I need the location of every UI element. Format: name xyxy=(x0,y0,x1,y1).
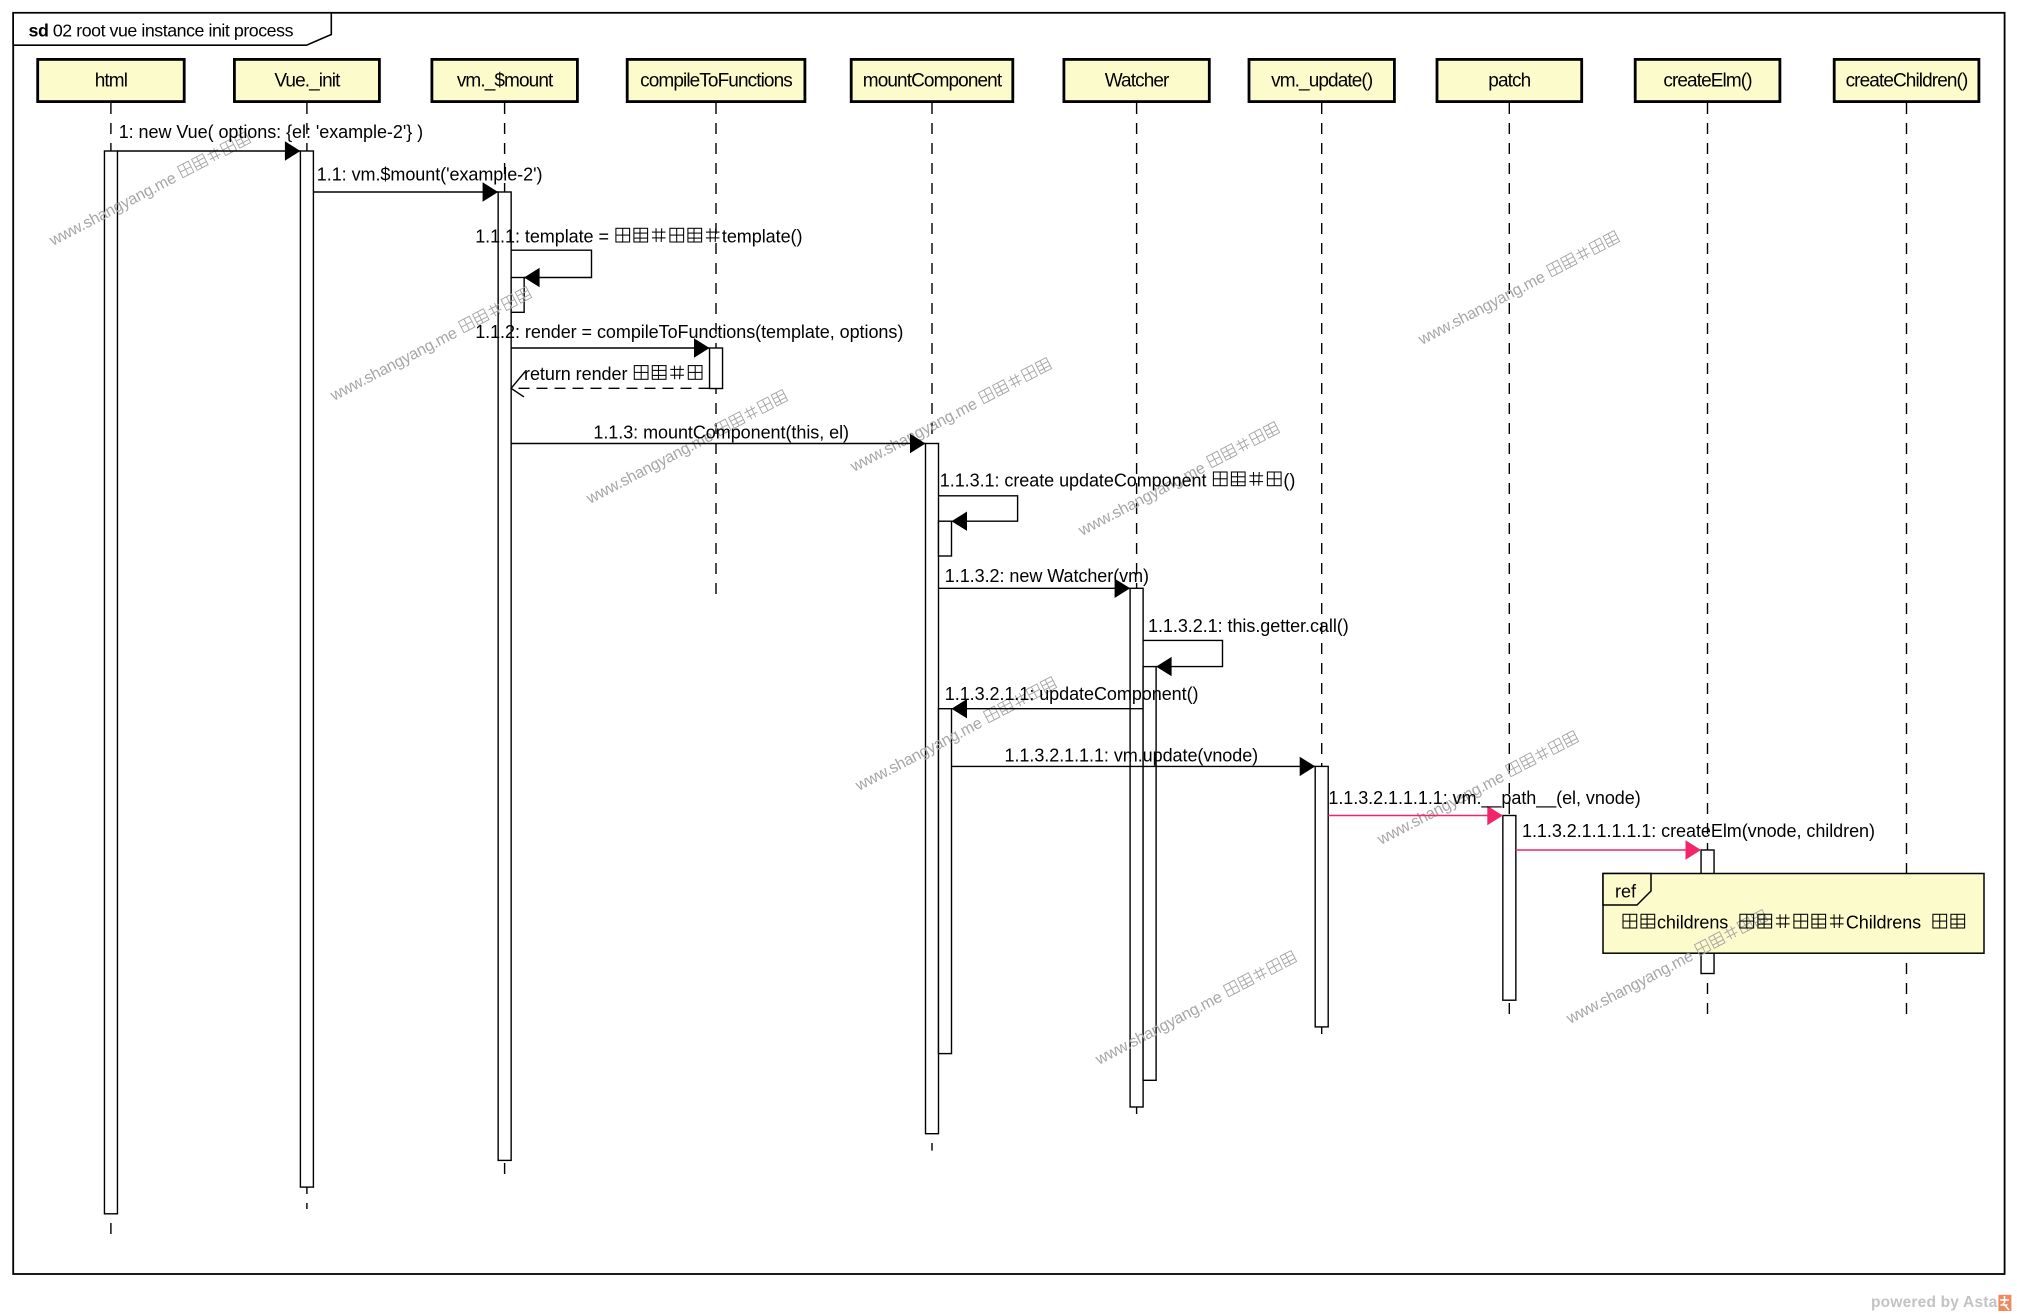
svg-text:1.1.1: template =: 1.1.1: template = xyxy=(475,227,609,247)
svg-text:vm._update(): vm._update() xyxy=(1271,71,1373,92)
svg-text:createChildren(): createChildren() xyxy=(1846,71,1968,92)
svg-text:1.1.3.2.1.1: updateComponent(): 1.1.3.2.1.1: updateComponent() xyxy=(945,684,1199,704)
svg-text:mountComponent: mountComponent xyxy=(863,71,1003,92)
svg-text:1: new Vue( options: {el: 'exa: 1: new Vue( options: {el: 'example-2'} ) xyxy=(119,122,423,142)
svg-text:1.1: vm.$mount('example-2'): 1.1: vm.$mount('example-2') xyxy=(317,165,543,185)
svg-text:patch: patch xyxy=(1488,71,1530,92)
svg-text:powered by Astah: powered by Astah xyxy=(1871,1294,2007,1311)
svg-text:1.1.3: mountComponent(this, el: 1.1.3: mountComponent(this, el) xyxy=(593,423,849,443)
svg-text:return render: return render xyxy=(524,364,627,384)
svg-text:1.1.3.2.1.1.1: vm.update(vnode: 1.1.3.2.1.1.1: vm.update(vnode) xyxy=(1005,746,1259,766)
svg-text:vm._$mount: vm._$mount xyxy=(457,71,554,92)
svg-text:1.1.2: render = compileToFunct: 1.1.2: render = compileToFunctions(templ… xyxy=(475,322,903,342)
svg-text:html: html xyxy=(95,71,127,92)
svg-text:compileToFunctions: compileToFunctions xyxy=(640,71,792,92)
svg-text:Watcher: Watcher xyxy=(1105,71,1170,92)
svg-text:1.1.3.2: new Watcher(vm): 1.1.3.2: new Watcher(vm) xyxy=(945,566,1149,586)
svg-text:(): () xyxy=(1283,470,1295,490)
svg-text:1.1.3.2.1.1.1.1.1: createElm(v: 1.1.3.2.1.1.1.1.1: createElm(vnode, chil… xyxy=(1522,821,1875,841)
svg-text:1.1.3.2.1: this.getter.call(): 1.1.3.2.1: this.getter.call() xyxy=(1148,616,1349,636)
svg-text:createElm(): createElm() xyxy=(1663,71,1752,92)
svg-text:ref: ref xyxy=(1615,882,1637,902)
svg-text:Vue._init: Vue._init xyxy=(274,71,341,92)
svg-text:1.1.3.2.1.1.1.1: vm.__path__(e: 1.1.3.2.1.1.1.1: vm.__path__(el, vnode) xyxy=(1328,788,1640,809)
svg-text:template(): template() xyxy=(722,227,803,247)
svg-text:sd 02 root vue instance init p: sd 02 root vue instance init process xyxy=(29,20,294,40)
svg-text:Childrens: Childrens xyxy=(1846,913,1921,933)
svg-text:childrens: childrens xyxy=(1657,913,1728,933)
svg-text:1.1.3.1: create updateComponen: 1.1.3.1: create updateComponent xyxy=(940,470,1207,490)
